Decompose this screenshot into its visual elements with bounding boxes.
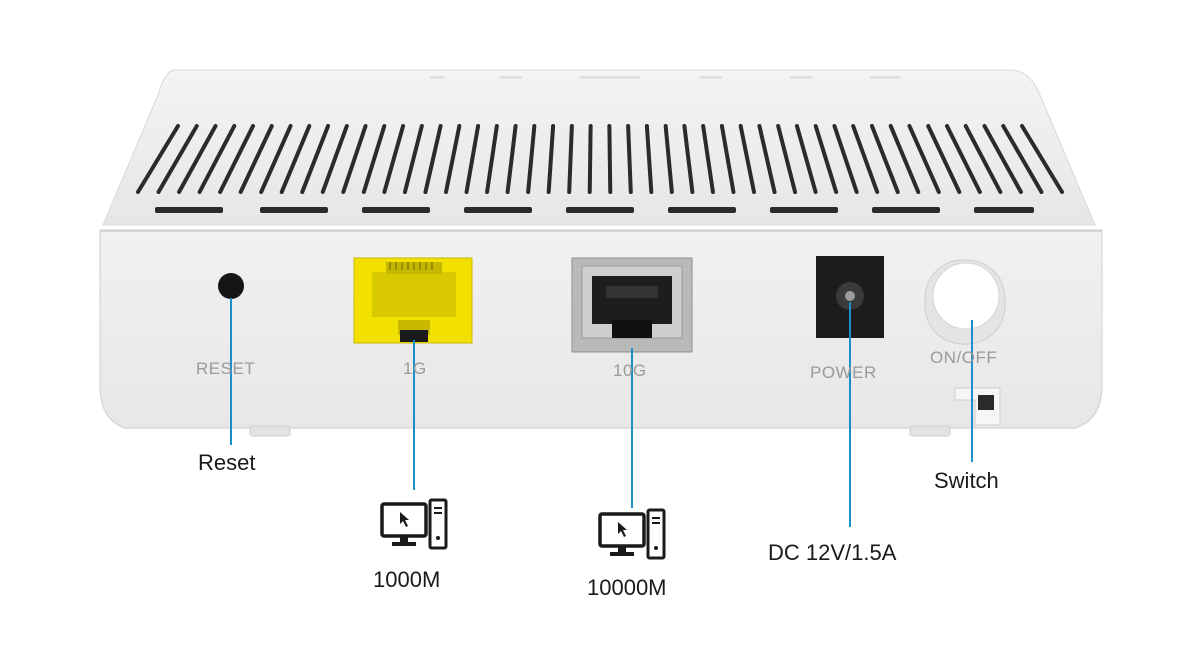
port-10g-label: 10G [613,361,647,380]
vent-slot [238,124,274,194]
device-top-housing [102,69,1096,226]
vent-slot [320,124,349,194]
vent-slot [832,124,859,194]
vent-slot [963,124,1003,194]
vent-slot [505,124,518,194]
on-off-label: ON/OFF [930,348,998,367]
vent-slot [444,124,462,194]
vent-slot [851,124,880,194]
vent-slot [361,124,387,194]
vent-slot [218,124,256,194]
port-10g-speed-text: 10000M [587,575,667,600]
power-spec-text: DC 12V/1.5A [768,540,897,565]
vent-slot [682,124,695,194]
vent-slot [156,124,199,194]
vent-slot [341,124,368,194]
vent-slot [719,124,736,194]
vent-slot [869,124,900,194]
computer-icon [598,508,666,560]
computer-icon [380,498,448,550]
vent-slot [526,124,537,194]
port-1g-label: 1G [403,359,427,378]
vent-slot [738,124,756,194]
reset-hole [218,273,244,299]
vent-slot [567,124,574,194]
ventilation-slots [136,124,1064,194]
port-10g-rj45 [571,257,693,353]
vent-slot [794,124,818,194]
vent-slot [626,124,633,194]
vent-slot [1001,124,1044,194]
reset-port-label: RESET [196,359,256,378]
vent-slot [402,124,424,194]
vent-slot [423,124,443,194]
vent-slot [197,124,237,194]
vent-slot [757,124,777,194]
vent-slot [259,124,293,194]
vent-slot [663,124,674,194]
power-switch [924,259,1006,426]
switch-callout-text: Switch [934,468,999,493]
vent-slot [926,124,962,194]
vent-slot [644,124,654,194]
vent-slot [546,124,556,194]
port-1g-rj45 [353,257,473,344]
vent-slot [485,124,499,194]
reset-callout-text: Reset [198,450,256,475]
vent-slot [300,124,331,194]
vent-slot [136,124,180,194]
vent-slot [888,124,921,194]
vent-slot [813,124,839,194]
vent-slot [776,124,798,194]
vent-slot [279,124,312,194]
vent-slot [907,124,941,194]
vent-slot [701,124,715,194]
vent-slot [1020,124,1064,194]
vent-slot [982,124,1023,194]
vent-slot [587,124,593,194]
vent-slot [177,124,218,194]
power-jack [816,256,884,338]
vent-slot [944,124,982,194]
vent-slot [464,124,481,194]
port-1g-speed-text: 1000M [373,567,441,592]
power-port-label: POWER [810,363,877,382]
vent-slot [382,124,406,194]
vent-slot [607,124,613,194]
